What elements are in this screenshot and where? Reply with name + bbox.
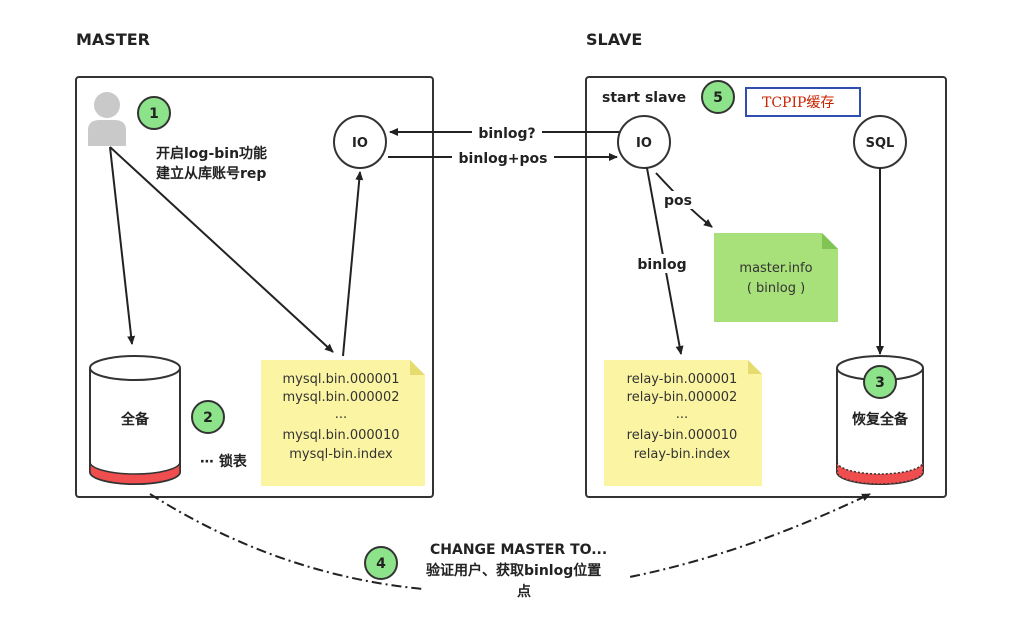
arrow-binlog-to-io: [342, 171, 364, 357]
master-binlog-ellipsis: ...: [335, 407, 347, 422]
step-4-badge: 4: [364, 546, 398, 580]
master-binlog-file-10: mysql.bin.000010: [283, 428, 400, 443]
step-5-number: 5: [713, 90, 723, 106]
step-2-badge: 2: [191, 400, 225, 434]
slave-panel: [585, 76, 947, 498]
step-3-number: 3: [875, 375, 885, 391]
slave-sql-node: SQL: [853, 115, 907, 169]
slave-db-label: 恢复全备: [852, 411, 909, 428]
user-note-line2: 建立从库账号rep: [156, 165, 266, 182]
arrow-user-to-binlog: [109, 146, 334, 353]
tcpip-cache-box: [745, 87, 861, 117]
relay-log-note: relay-bin.000001 relay-bin.000002 ... re…: [604, 360, 762, 486]
binlog-label-bg: [632, 254, 692, 273]
master-panel: [75, 76, 434, 498]
change-master-curve: [149, 493, 871, 593]
user-icon: [88, 92, 126, 146]
lock-table-label: ⋯ 锁表: [200, 453, 248, 470]
relay-file-2: relay-bin.000002: [627, 390, 738, 405]
master-info-note: master.info ( binlog ): [714, 233, 838, 322]
relay-file-1: relay-bin.000001: [627, 372, 738, 387]
slave-binlog-label: binlog: [637, 257, 686, 273]
change-master-line3: 点: [517, 583, 531, 600]
step-3-badge: 3: [863, 365, 897, 399]
change-master-line2: 验证用户、获取binlog位置: [426, 562, 601, 579]
binlog-request-label: binlog?: [478, 126, 535, 142]
step-1-badge: 1: [137, 96, 171, 130]
slave-heading: SLAVE: [586, 30, 642, 49]
tcpip-cache-label: TCPIP缓存: [762, 95, 834, 111]
slave-io-label: IO: [636, 136, 652, 151]
master-binlog-index: mysql-bin.index: [289, 447, 393, 462]
step-2-number: 2: [203, 410, 213, 426]
step-4-number: 4: [376, 556, 386, 572]
master-db-cylinder: 全备: [89, 355, 181, 485]
relay-index: relay-bin.index: [634, 447, 731, 462]
master-db-label: 全备: [120, 411, 150, 428]
start-slave-label: start slave: [602, 90, 686, 106]
master-binlog-file-2: mysql.bin.000002: [283, 390, 400, 405]
slave-db-cylinder: 恢复全备: [836, 355, 924, 485]
master-heading: MASTER: [76, 30, 150, 49]
response-label-bg: [452, 148, 554, 167]
change-master-label-bg: [422, 537, 628, 603]
master-io-node: IO: [333, 115, 387, 169]
master-io-label: IO: [352, 136, 368, 151]
step-1-number: 1: [149, 106, 159, 122]
change-master-line1: CHANGE MASTER TO...: [430, 542, 607, 558]
slave-sql-label: SQL: [866, 136, 895, 151]
master-info-line2: ( binlog ): [747, 281, 805, 296]
pos-label-bg: [660, 191, 696, 209]
pos-label: pos: [664, 193, 692, 209]
master-info-line1: master.info: [739, 261, 812, 276]
slave-io-node: IO: [617, 115, 671, 169]
user-note-line1: 开启log-bin功能: [156, 145, 267, 162]
arrow-user-to-db: [109, 146, 136, 345]
request-label-bg: [472, 123, 542, 142]
step-5-badge: 5: [701, 80, 735, 114]
binlog-response-label: binlog+pos: [459, 151, 548, 167]
relay-file-10: relay-bin.000010: [627, 428, 738, 443]
master-binlog-file-1: mysql.bin.000001: [283, 372, 400, 387]
master-binlog-note: mysql.bin.000001 mysql.bin.000002 ... my…: [261, 360, 425, 486]
relay-ellipsis: ...: [676, 407, 688, 422]
